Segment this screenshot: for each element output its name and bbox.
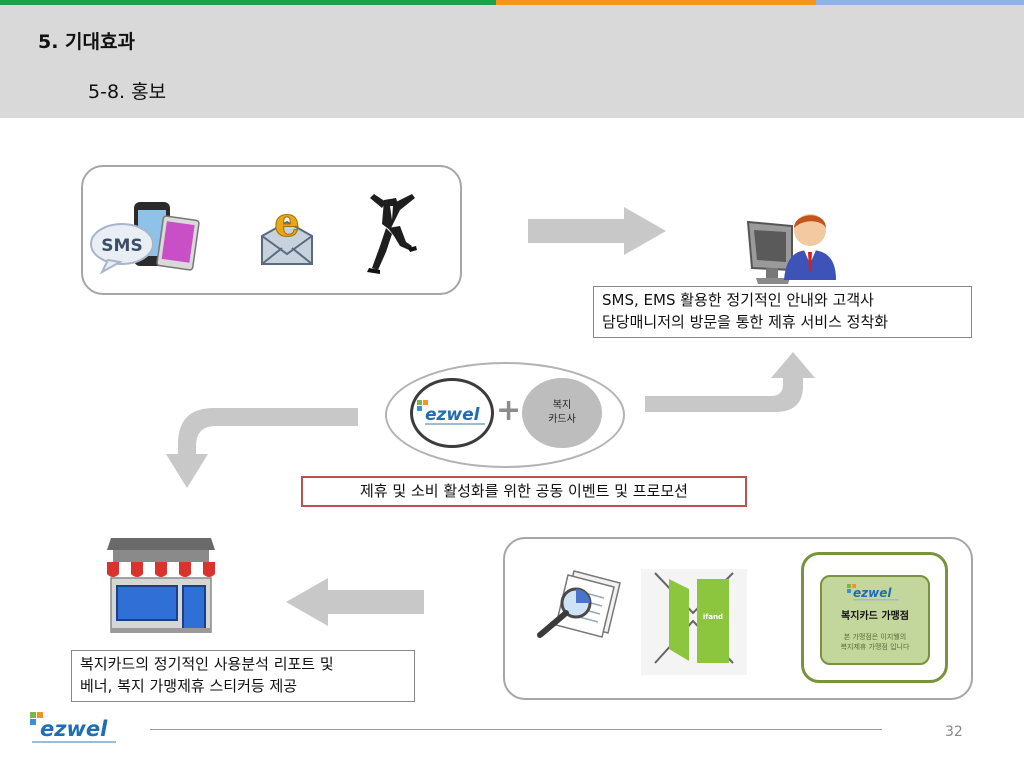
top-right-caption: SMS, EMS 활용한 정기적인 안내와 고객사 담당매니저의 방문을 통한 … xyxy=(593,286,972,338)
curved-arrow-down-left xyxy=(166,408,358,488)
sms-phone-icon: SMS xyxy=(90,202,200,275)
top-color-bar xyxy=(0,0,1024,5)
top-bar-orange xyxy=(496,0,816,5)
svg-text:e: e xyxy=(274,199,299,246)
right-arrow-top xyxy=(528,207,666,255)
email-icon: e xyxy=(261,199,313,265)
sign-logo-text: ezwel xyxy=(853,586,892,600)
banner-label: ifand xyxy=(703,613,723,621)
top-bar-blue xyxy=(816,0,1024,5)
bottom-left-caption: 복지카드의 정기적인 사용분석 리포트 및 베너, 복지 가맹제휴 스티커등 제… xyxy=(71,650,415,702)
store-icon xyxy=(107,538,215,633)
slide-title: 5. 기대효과 xyxy=(38,31,135,53)
member-store-sign-panel xyxy=(820,575,930,665)
report-magnifier-icon xyxy=(537,570,621,638)
member-store-title: 복지카드 가맹점 xyxy=(841,611,909,622)
manager-computer-icon xyxy=(746,214,836,284)
card-company-line2: 카드사 xyxy=(548,414,576,425)
card-company-line1: 복지 xyxy=(552,400,572,411)
footer-divider xyxy=(150,729,882,730)
footer-ezwel-logo: ezwel xyxy=(30,712,116,743)
member-store-line2: 복지제휴 가맹점 입니다 xyxy=(840,643,910,651)
card-company-circle: 복지 카드사 xyxy=(522,378,602,448)
top-right-caption-line2: 담당매니저의 방문을 통한 제휴 서비스 정착화 xyxy=(602,313,889,331)
member-store-line1: 본 가맹점은 이지웰의 xyxy=(843,633,907,641)
plus-sign: + xyxy=(496,393,522,428)
left-arrow-bottom xyxy=(286,578,424,626)
running-businessman-icon xyxy=(367,194,417,274)
top-right-caption-line1: SMS, EMS 활용한 정기적인 안내와 고객사 xyxy=(602,291,874,309)
x-banner-stand-image: ifand xyxy=(641,569,747,675)
slide-subtitle: 5-8. 홍보 xyxy=(88,81,167,103)
ezwel-logo: ezwel xyxy=(417,400,485,425)
footer-logo-text: ezwel xyxy=(40,717,108,741)
curved-arrow-up-right xyxy=(645,352,815,412)
ezwel-logo-circle: ezwel xyxy=(410,378,494,448)
slide-header: 5. 기대효과 5-8. 홍보 xyxy=(0,5,1024,118)
sms-label: SMS xyxy=(101,236,142,256)
joint-event-box: 제휴 및 소비 활성화를 위한 공동 이벤트 및 프로모션 xyxy=(301,476,747,507)
sign-ezwel-logo: ezwel xyxy=(847,584,899,601)
page-number: 32 xyxy=(945,724,963,740)
bottom-left-caption-line2: 베너, 복지 가맹제휴 스티커등 제공 xyxy=(80,677,298,695)
top-bar-green xyxy=(0,0,496,5)
ezwel-logo-text: ezwel xyxy=(425,405,481,425)
bottom-left-caption-line1: 복지카드의 정기적인 사용분석 리포트 및 xyxy=(80,655,334,673)
